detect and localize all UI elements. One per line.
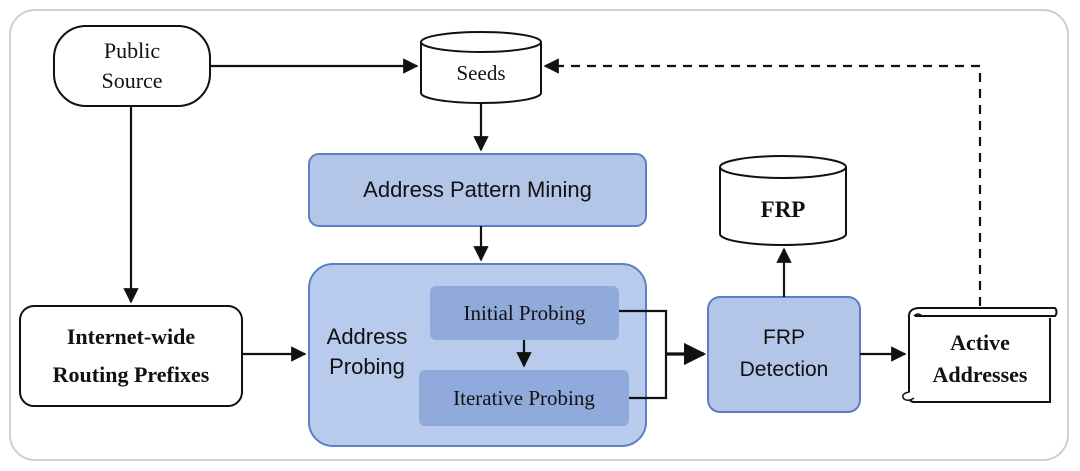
iterative-probing-label: Iterative Probing [453,385,595,410]
initial-probing-shape [430,286,619,340]
connector-iterative-out [629,354,668,400]
internet-wide-label: Internet-wide Routing Prefixes [52,324,210,387]
iterative-probing-shape [419,370,629,426]
connector-initial-out [619,309,668,354]
public-source-label: Public Source [101,38,163,93]
address-pattern-mining-shape [308,153,647,227]
feedback-active-to-seeds [543,58,982,306]
seeds-label: Seeds [456,60,506,85]
address-pattern-mining-label: Address Pattern Mining [363,177,592,202]
initial-probing-label: Initial Probing [463,300,586,325]
internet-wide-shape [19,305,243,407]
frp-detection-label: FRP Detection [739,326,829,381]
active-addresses-label: Active Addresses [932,330,1028,387]
seeds-cylinder [420,31,542,104]
active-addresses-scroll [902,307,1058,403]
frp-cylinder [719,155,847,246]
frp-db-label: FRP [760,197,806,222]
address-probing-label: Address Probing [326,324,408,379]
